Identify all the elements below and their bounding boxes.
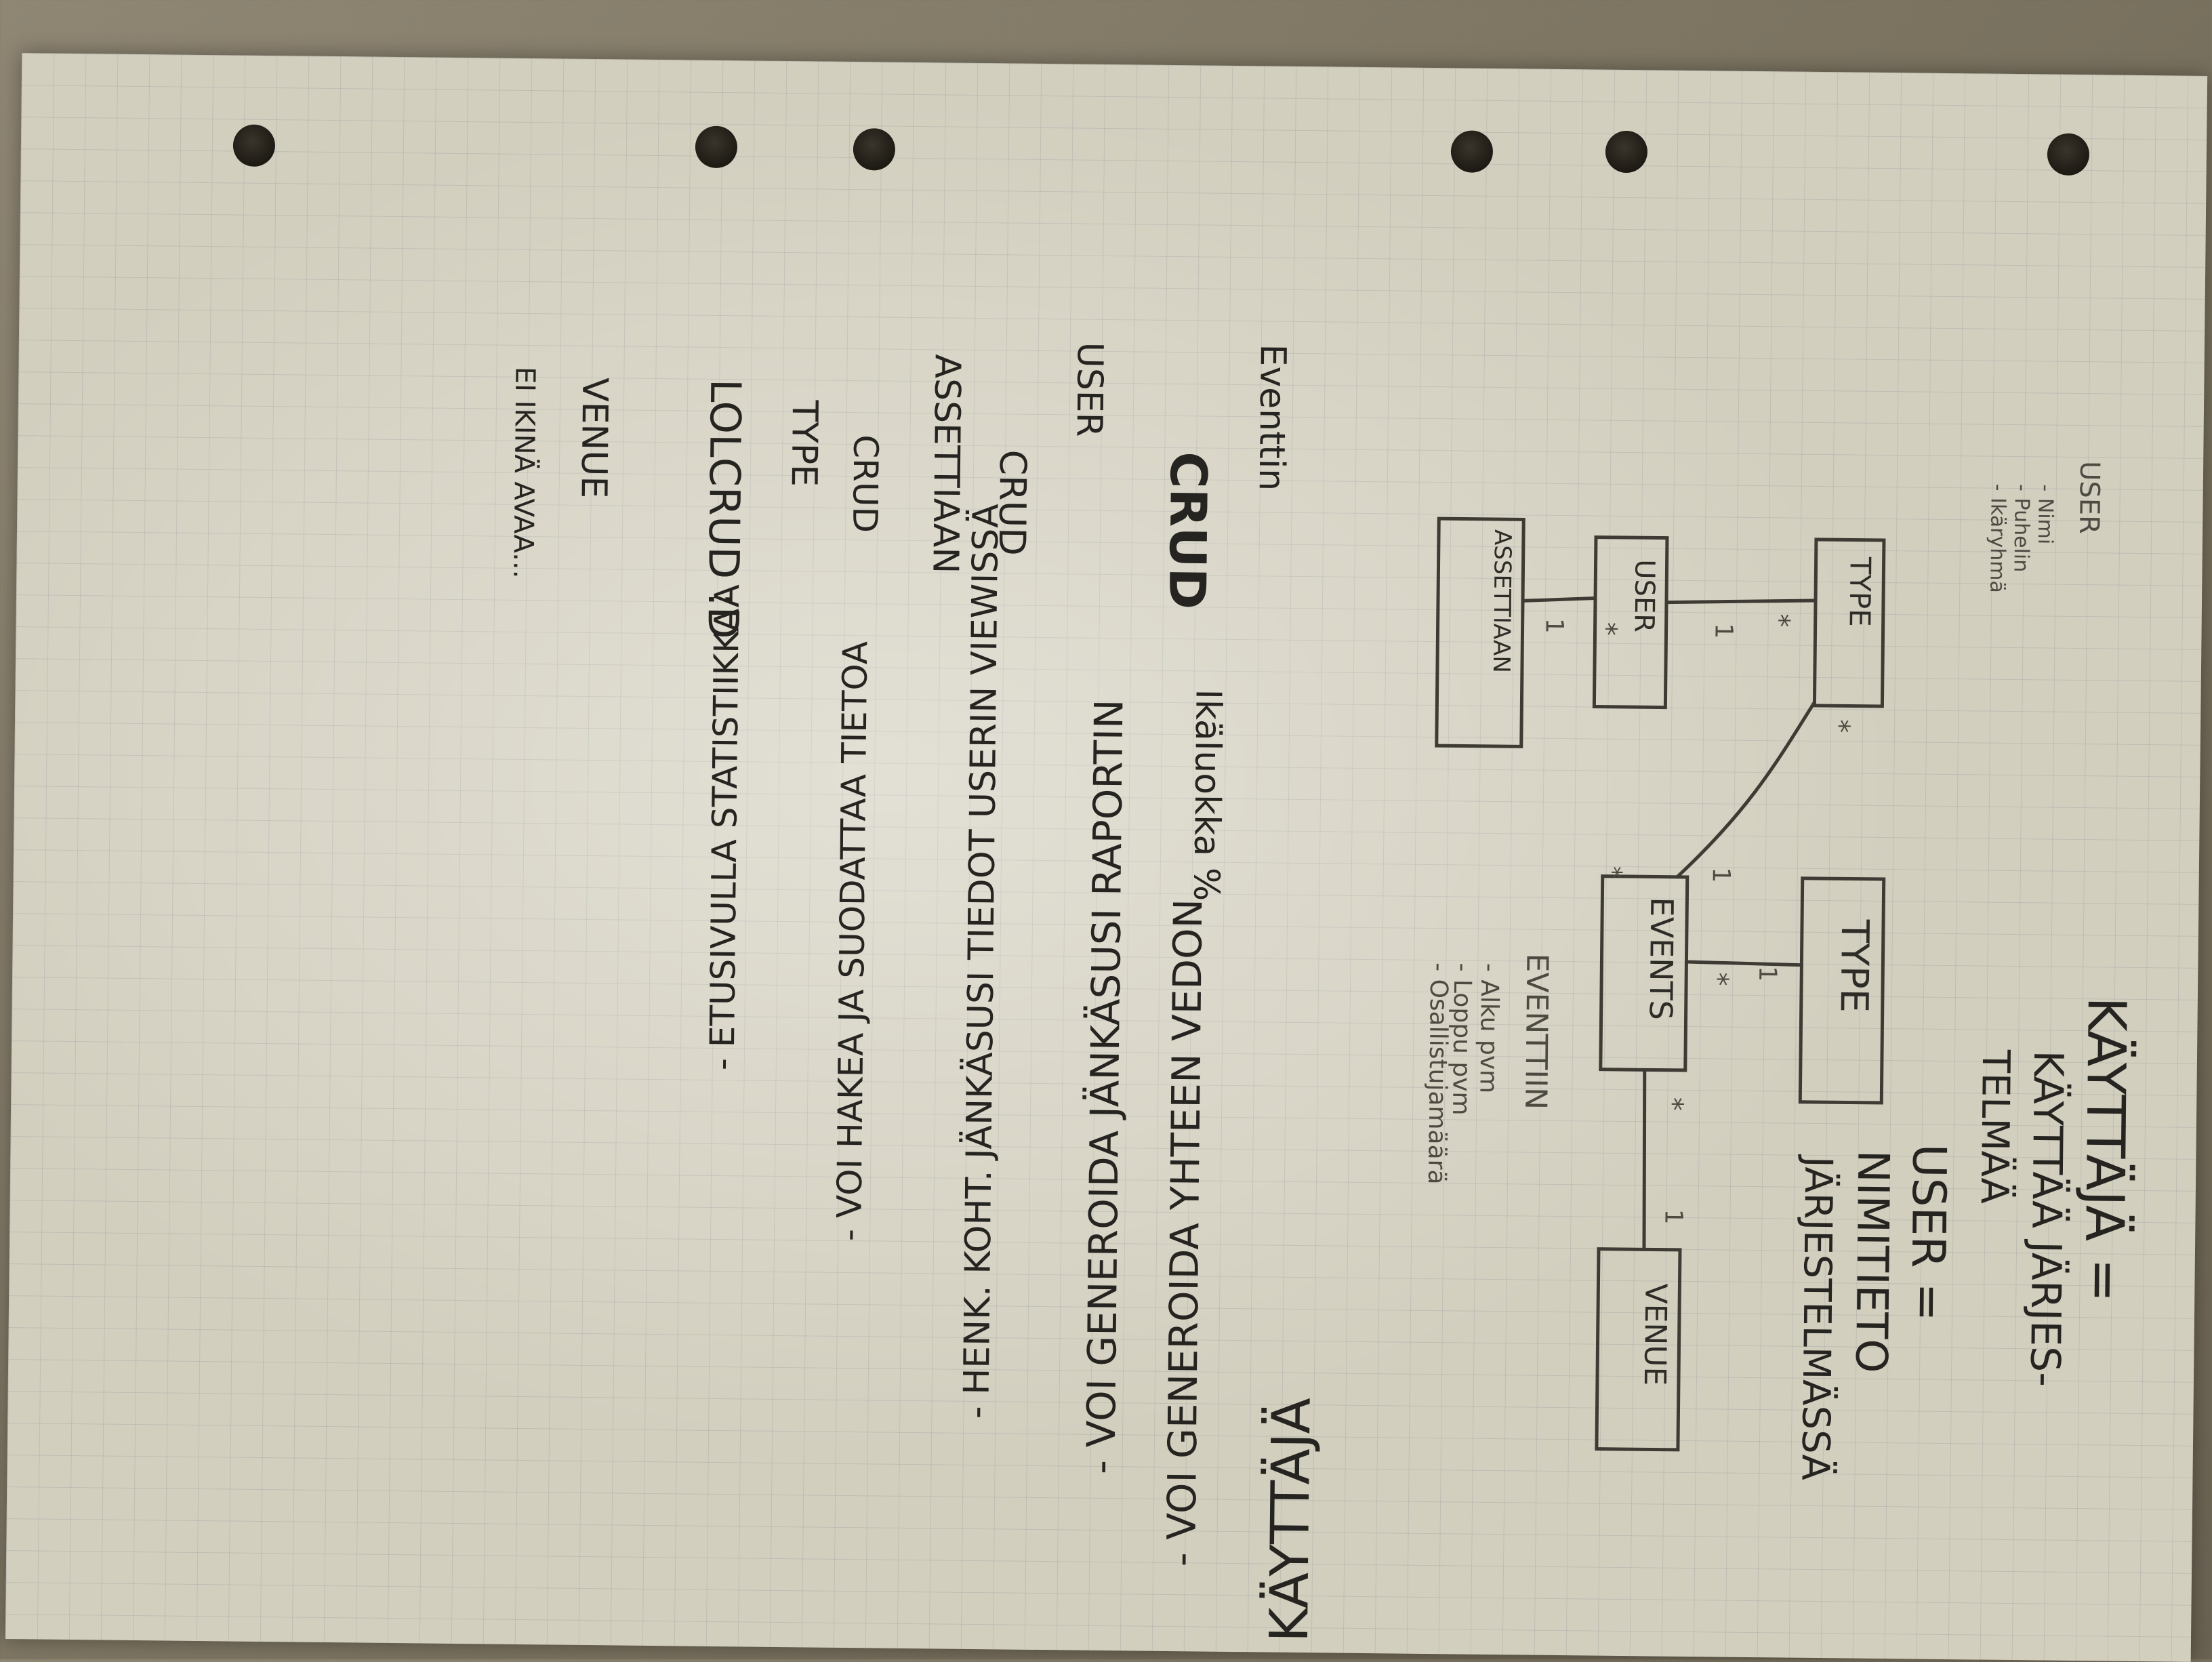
- entity-label: USER: [1628, 559, 1660, 633]
- definition-line: KÄYTTÄÄ JÄRJES-: [2020, 1050, 2072, 1387]
- entity-label: ASSETTIAAN: [1487, 529, 1517, 674]
- events-note: - Osallistujamäärä: [1422, 962, 1453, 1185]
- definition-heading: KÄYTTÄJÄ =: [2072, 996, 2137, 1303]
- user-note: - Nimi: [2032, 484, 2057, 545]
- definition-line: USER =: [1900, 1143, 1956, 1322]
- multiplicity-label: 1: [1659, 1209, 1687, 1225]
- relation-line: [1684, 960, 1803, 967]
- relation-line: [1642, 1068, 1647, 1251]
- entity-box-type-mid: [1798, 876, 1886, 1105]
- crud-line: VENUE: [573, 377, 615, 499]
- multiplicity-label: 1: [1540, 617, 1568, 634]
- crud-line: CRUD: [1157, 451, 1218, 610]
- crud-line: Ikäluokka %: [1185, 689, 1229, 901]
- multiplicity-label: *: [1763, 613, 1795, 628]
- multiplicity-label: *: [1702, 972, 1734, 986]
- bullet-item: - VOI GENEROIDA YHTEEN VEDON: [1158, 898, 1212, 1567]
- crud-line: Eventtin: [1250, 344, 1293, 491]
- multiplicity-label: 1: [1706, 867, 1735, 883]
- entity-label: EVENTS: [1642, 897, 1681, 1021]
- multiplicity-label: *: [1657, 1097, 1689, 1112]
- entity-box-type-top: [1812, 538, 1886, 708]
- entity-label: VENUE: [1637, 1283, 1673, 1386]
- crud-line: EI IKINÄ AVAA...: [507, 366, 541, 579]
- entity-box-assettiaan: [1435, 516, 1525, 748]
- definition-line: NIMITIETO: [1845, 1150, 1898, 1373]
- entity-box-venue: [1595, 1247, 1682, 1452]
- definition-line: JÄRJESTELMÄSSÄ: [1793, 1156, 1841, 1481]
- user-notes-title: USER: [2073, 460, 2106, 535]
- bullet-item: - VOI GENEROIDA JÄNKÄSUSI RAPORTIN: [1078, 699, 1132, 1475]
- crud-line: TYPE: [783, 399, 825, 487]
- relation-line: [1521, 596, 1597, 603]
- crud-line: USER: [1068, 342, 1110, 438]
- entity-label: TYPE: [1831, 919, 1877, 1013]
- er-diagram: [1435, 516, 1886, 1452]
- crud-line: CRUD: [844, 434, 886, 533]
- entity-label: TYPE: [1843, 556, 1877, 628]
- events-notes-title: EVENTTIIN: [1518, 953, 1555, 1110]
- multiplicity-label: 1: [1709, 623, 1738, 639]
- multiplicity-label: *: [1823, 719, 1856, 733]
- user-note: - Puhelin: [2009, 483, 2034, 573]
- relation-line: [1675, 700, 1816, 879]
- bullets-heading: KÄYTTÄJÄ: [1258, 1397, 1323, 1643]
- definition-line: TELMÄÄ: [1971, 1049, 2018, 1204]
- multiplicity-label: 1: [1753, 966, 1782, 982]
- crud-line: ASSETTIAAN: [924, 354, 968, 574]
- events-note: - Alku pvm: [1474, 962, 1504, 1094]
- multiplicity-label: *: [1598, 866, 1626, 879]
- relation-line: [1664, 599, 1818, 605]
- user-note: - Ikäryhmä: [1985, 483, 2010, 594]
- notebook-page: ASSETTIAAN USER TYPE EVENTS TYPE VENUE 1…: [5, 53, 2208, 1662]
- multiplicity-label: *: [1591, 622, 1622, 636]
- bullet-item: - VOI HAKEA JA SUODATTAA TIETOA: [830, 641, 876, 1242]
- bullet-item: - ETUSIVULLA STATISTIIKKAA: [702, 584, 747, 1071]
- entity-box-user: [1592, 535, 1669, 710]
